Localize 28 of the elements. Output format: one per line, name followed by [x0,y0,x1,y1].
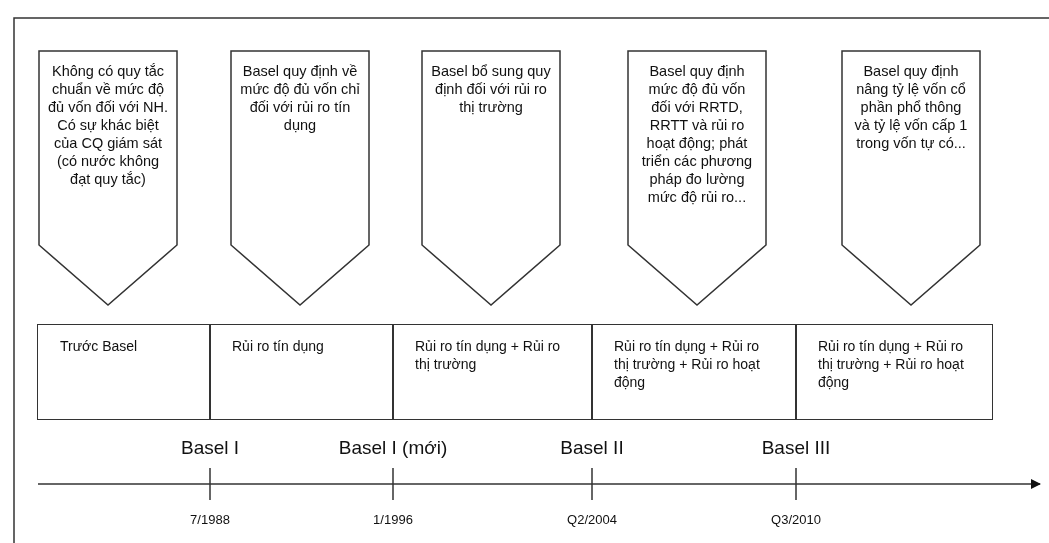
callout-text: Không có quy tắc chuẩn về mức độ đủ vốn đối với NH. Có sự khác biệt của CQ giám sát (có nước không đạt quy tắc) [48,62,168,188]
risk-text: Trước Basel [60,337,138,355]
risk-text: Rủi ro tín dụng + Rủi ro thị trường + Rủi ro hoạt động [614,337,761,391]
period-box [37,324,211,420]
date-label: Q2/2004 [567,512,617,527]
pentagon-callout [627,50,767,305]
pentagon-callout [421,50,561,305]
accord-label: Basel I (mới) [338,437,448,459]
risk-text: Rủi ro tín dụng + Rủi ro thị trường + Rủi ro hoạt động [818,337,965,391]
period-box [209,324,394,420]
accord-label: Basel I [180,437,240,459]
callout-text: Basel quy định về mức độ đủ vốn chỉ đối với rủi ro tín dụng [240,62,360,134]
pentagon-callout [230,50,370,305]
date-label: 7/1988 [190,512,230,527]
period-box [795,324,993,420]
period-box [392,324,593,420]
period-box [591,324,797,420]
callout-text: Basel bổ sung quy định đối với rủi ro thị trường [431,62,551,116]
pentagon-callout [38,50,178,305]
date-label: 1/1996 [373,512,413,527]
pentagon-callout [841,50,981,305]
callout-text: Basel quy định nâng tỷ lệ vốn cổ phần phổ thông và tỷ lệ vốn cấp 1 trong vốn tự có... [853,62,969,152]
callout-text: Basel quy định mức độ đủ vốn đối với RRTD, RRTT và rủi ro hoạt động; phát triển các phương pháp đo lường mức độ rủi ro... [640,62,754,206]
risk-text: Rủi ro tín dụng + Rủi ro thị trường [415,337,562,373]
accord-label: Basel III [761,437,831,459]
date-label: Q3/2010 [771,512,821,527]
risk-text: Rủi ro tín dụng [232,337,324,355]
accord-label: Basel II [560,437,624,459]
